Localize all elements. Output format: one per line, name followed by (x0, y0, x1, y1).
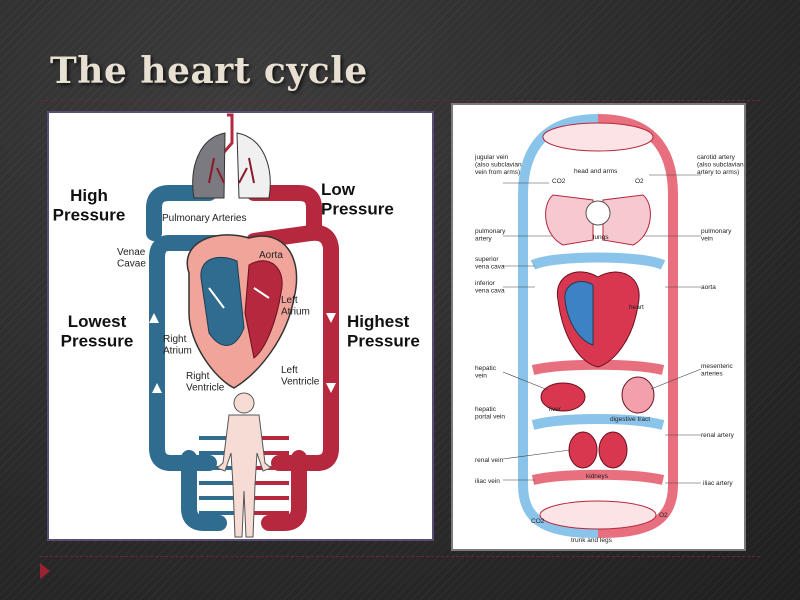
aorta-label: aorta (701, 284, 716, 291)
heart-illustration (186, 234, 298, 389)
renal-artery-label: renal artery (701, 432, 735, 439)
iliac-artery-label: iliac artery (703, 480, 733, 487)
flow-arrows (149, 313, 336, 393)
renal-vein-label: renal vein (475, 457, 504, 464)
liver-label: liver (549, 406, 562, 413)
lungs-illustration (192, 113, 271, 199)
o2-top-label: O2 (635, 178, 644, 185)
liver-shape (540, 382, 586, 412)
iliac-vein-label: iliac vein (475, 478, 500, 485)
trunk-and-legs-label: trunk and legs (571, 537, 613, 544)
co2-bottom-label: CO2 (531, 518, 545, 525)
aorta-label: Aorta (259, 250, 283, 261)
kidneys-label: kidneys (586, 473, 609, 480)
kidneys-shape (568, 431, 628, 469)
capillary-beds (539, 122, 657, 530)
pulmonary-arteries-label: Pulmonary Arteries (162, 213, 246, 224)
footer-divider (40, 556, 760, 557)
head-and-arms-label: head and arms (574, 168, 618, 175)
o2-bottom-label: O2 (659, 512, 668, 519)
heart-label: heart (629, 304, 644, 311)
slide-marker-icon (40, 563, 50, 579)
leader-lines (502, 174, 702, 484)
human-figure (216, 392, 272, 538)
slide-title: The heart cycle (50, 50, 368, 92)
arterial-loop (246, 185, 339, 531)
lungs-label: lungs (593, 234, 609, 241)
digestive-tract-shape (621, 376, 655, 414)
venous-loop (146, 185, 242, 531)
digestive-tract-label: digestive tract (610, 416, 650, 423)
title-divider (40, 100, 760, 101)
lungs-shape (545, 194, 651, 246)
co2-top-label: CO2 (552, 178, 566, 185)
heart-shape (556, 271, 640, 368)
